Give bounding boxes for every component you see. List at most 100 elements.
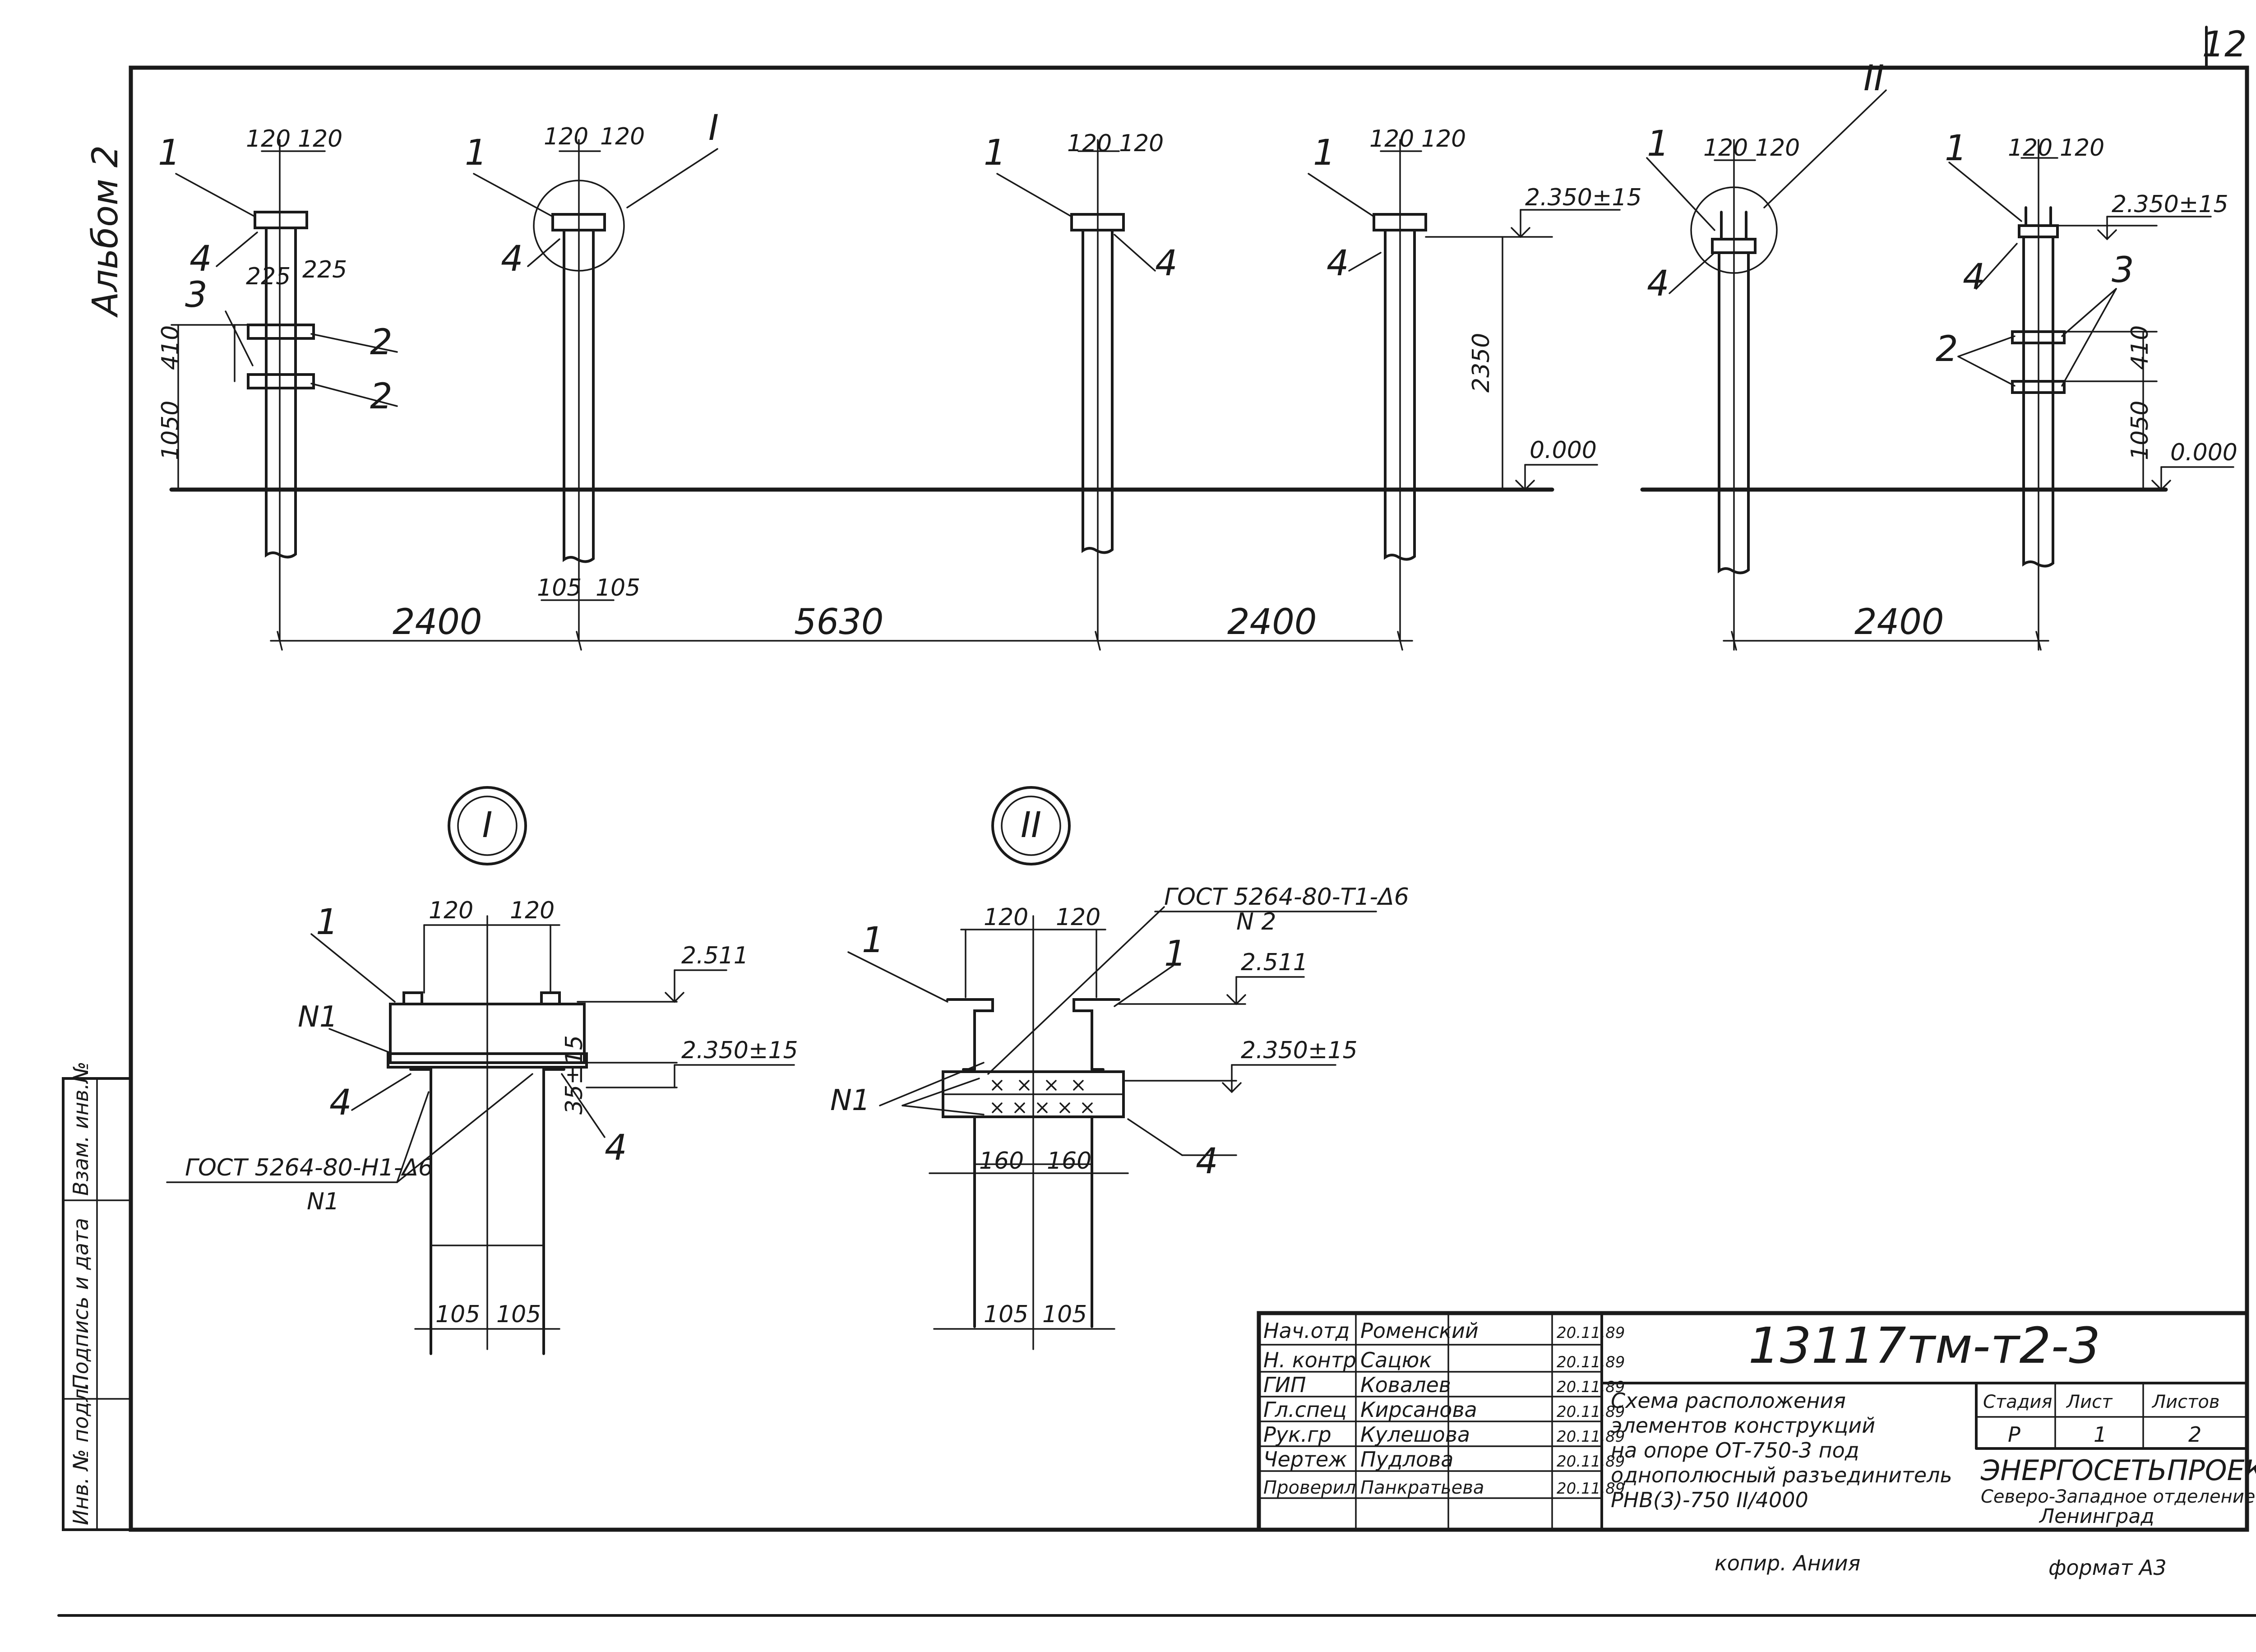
span-ef: 2400 — [1854, 602, 1944, 643]
dim-d-120-right: 120 — [1421, 125, 1466, 153]
callout-a-2-lower: 2 — [370, 376, 393, 417]
stamp-inv-label: Инв. № подл. — [69, 1382, 93, 1525]
dim-410-f: 410 — [2127, 325, 2154, 370]
org-name: ЭНЕРГОСЕТЬПРОЕКТ — [1980, 1454, 2256, 1487]
det2-callout-4: 4 — [1196, 1141, 1218, 1182]
detail-mark-2: II — [1863, 58, 1884, 99]
post-f-elev — [2057, 216, 2234, 491]
dim-a-120-right: 120 — [298, 125, 342, 153]
sheet-number: 12 — [2202, 24, 2247, 65]
post-e — [1690, 139, 1778, 651]
callout-c-4: 4 — [1155, 243, 1178, 284]
row-name: Пудлова — [1360, 1447, 1453, 1472]
span-cd: 2400 — [1227, 602, 1317, 643]
row-name: Кирсанова — [1360, 1397, 1477, 1422]
elev-f-0000: 0.000 — [2170, 439, 2238, 466]
row-role: Нач.отд — [1263, 1319, 1350, 1343]
det1-120-left: 120 — [429, 897, 473, 924]
det1-120-right: 120 — [510, 897, 555, 924]
post-d-elev — [1425, 209, 1621, 491]
det2-n1: N1 — [830, 1084, 870, 1117]
desc-line: элементов конструкций — [1611, 1413, 1875, 1438]
det2-105-right: 105 — [1042, 1301, 1087, 1328]
callout-a-4: 4 — [190, 239, 212, 279]
stamp-sign-label: Подпись и дата — [69, 1218, 93, 1390]
dim-e-120-left: 120 — [1703, 134, 1748, 162]
elev-f-2350: 2.350±15 — [2112, 191, 2228, 218]
row-date: 20.11.89 — [1557, 1324, 1625, 1342]
callout-f-3: 3 — [2112, 250, 2134, 291]
drawing-code: 13117тм-т2-3 — [1748, 1317, 2100, 1374]
dim-b-120-right: 120 — [600, 123, 645, 150]
row-name: Ковалев — [1360, 1373, 1451, 1397]
row-date: 20.11.89 — [1557, 1428, 1625, 1446]
dim-a-120-left: 120 — [246, 125, 291, 153]
det2-105-left: 105 — [984, 1301, 1028, 1328]
elev-d-2350: 2.350±15 — [1525, 184, 1642, 211]
sheets-header: Листов — [2151, 1392, 2219, 1412]
det2-callout-1-right: 1 — [1164, 934, 1187, 974]
dim-410-a: 410 — [157, 325, 184, 370]
det1-35: 35±15 — [561, 1035, 588, 1115]
sheet-header: Лист — [2066, 1392, 2113, 1412]
row-date: 20.11.89 — [1557, 1353, 1625, 1371]
row-role: Рук.гр — [1263, 1422, 1331, 1447]
sheets-value: 2 — [2188, 1422, 2201, 1447]
callout-e-1: 1 — [1647, 124, 1669, 164]
det2-elev-2350: 2.350±15 — [1241, 1037, 1358, 1064]
callout-b-4: 4 — [501, 239, 523, 279]
det1-callout-1: 1 — [316, 902, 338, 943]
row-date: 20.11.89 — [1557, 1480, 1625, 1498]
callout-f-1: 1 — [1945, 128, 1967, 169]
det2-160-right: 160 — [1047, 1148, 1091, 1175]
frame — [57, 26, 2256, 1617]
det1-n1: N1 — [298, 1000, 338, 1034]
album-label: Альбом 2 — [85, 145, 126, 318]
dim-105-left: 105 — [537, 574, 582, 602]
row-date: 20.11.89 — [1557, 1453, 1625, 1471]
dim-225-right: 225 — [302, 256, 347, 283]
dim-c-120-right: 120 — [1119, 130, 1164, 157]
desc-line: РНВ(3)-750 II/4000 — [1611, 1488, 1808, 1512]
callout-f-2: 2 — [1936, 329, 1958, 370]
dim-1050-a: 1050 — [157, 401, 184, 460]
span-ab: 2400 — [393, 602, 482, 643]
row-role: Чертеж — [1263, 1447, 1347, 1472]
det2-weld-spec: ГОСТ 5264-80-Т1-Δ6 — [1164, 884, 1409, 911]
post-f — [2011, 139, 2066, 651]
det1-weld-n: N1 — [307, 1188, 339, 1215]
sheet-value: 1 — [2094, 1422, 2107, 1447]
footer-copied: копир. Аниия — [1715, 1551, 1860, 1575]
elev-d-0000: 0.000 — [1530, 437, 1597, 464]
dim-b-120-left: 120 — [544, 123, 588, 150]
det1-105-left: 105 — [435, 1301, 480, 1328]
det1-105-right: 105 — [496, 1301, 541, 1328]
row-name: Сацюк — [1360, 1348, 1432, 1372]
callout-e-4: 4 — [1647, 264, 1669, 304]
dim-f-120-right: 120 — [2060, 134, 2104, 162]
det1-callout-4-left: 4 — [329, 1083, 352, 1123]
title-block-lines — [1257, 1311, 2249, 1532]
callout-a-3: 3 — [185, 275, 208, 315]
callout-a-1: 1 — [158, 133, 180, 173]
callout-b-1: 1 — [465, 133, 487, 173]
det2-elev-2511: 2.511 — [1241, 949, 1308, 976]
desc-line: однополюсный разъединитель — [1611, 1463, 1952, 1487]
post-c — [1070, 139, 1125, 642]
callout-c-1: 1 — [984, 133, 1006, 173]
detail-mark-1: I — [708, 108, 719, 148]
dim-f-120-left: 120 — [2008, 134, 2053, 162]
footer-format: формат А3 — [2048, 1555, 2167, 1580]
detail-2-mark: II — [1021, 805, 1041, 846]
post-a-dims — [171, 324, 249, 491]
span-bc: 5630 — [794, 602, 884, 643]
row-date: 20.11.89 — [1557, 1378, 1625, 1396]
dim-e-120-right: 120 — [1755, 134, 1800, 162]
detail-1-mark: I — [482, 805, 492, 846]
top-dim-ticks — [261, 150, 2058, 161]
dim-1050-f: 1050 — [2127, 401, 2154, 460]
detail-2-drawing — [847, 786, 1377, 1350]
det2-120-left: 120 — [984, 904, 1028, 931]
dim-2350: 2350 — [1468, 333, 1495, 393]
title-block-description: Схема расположения элементов конструкций… — [1611, 1388, 1952, 1512]
